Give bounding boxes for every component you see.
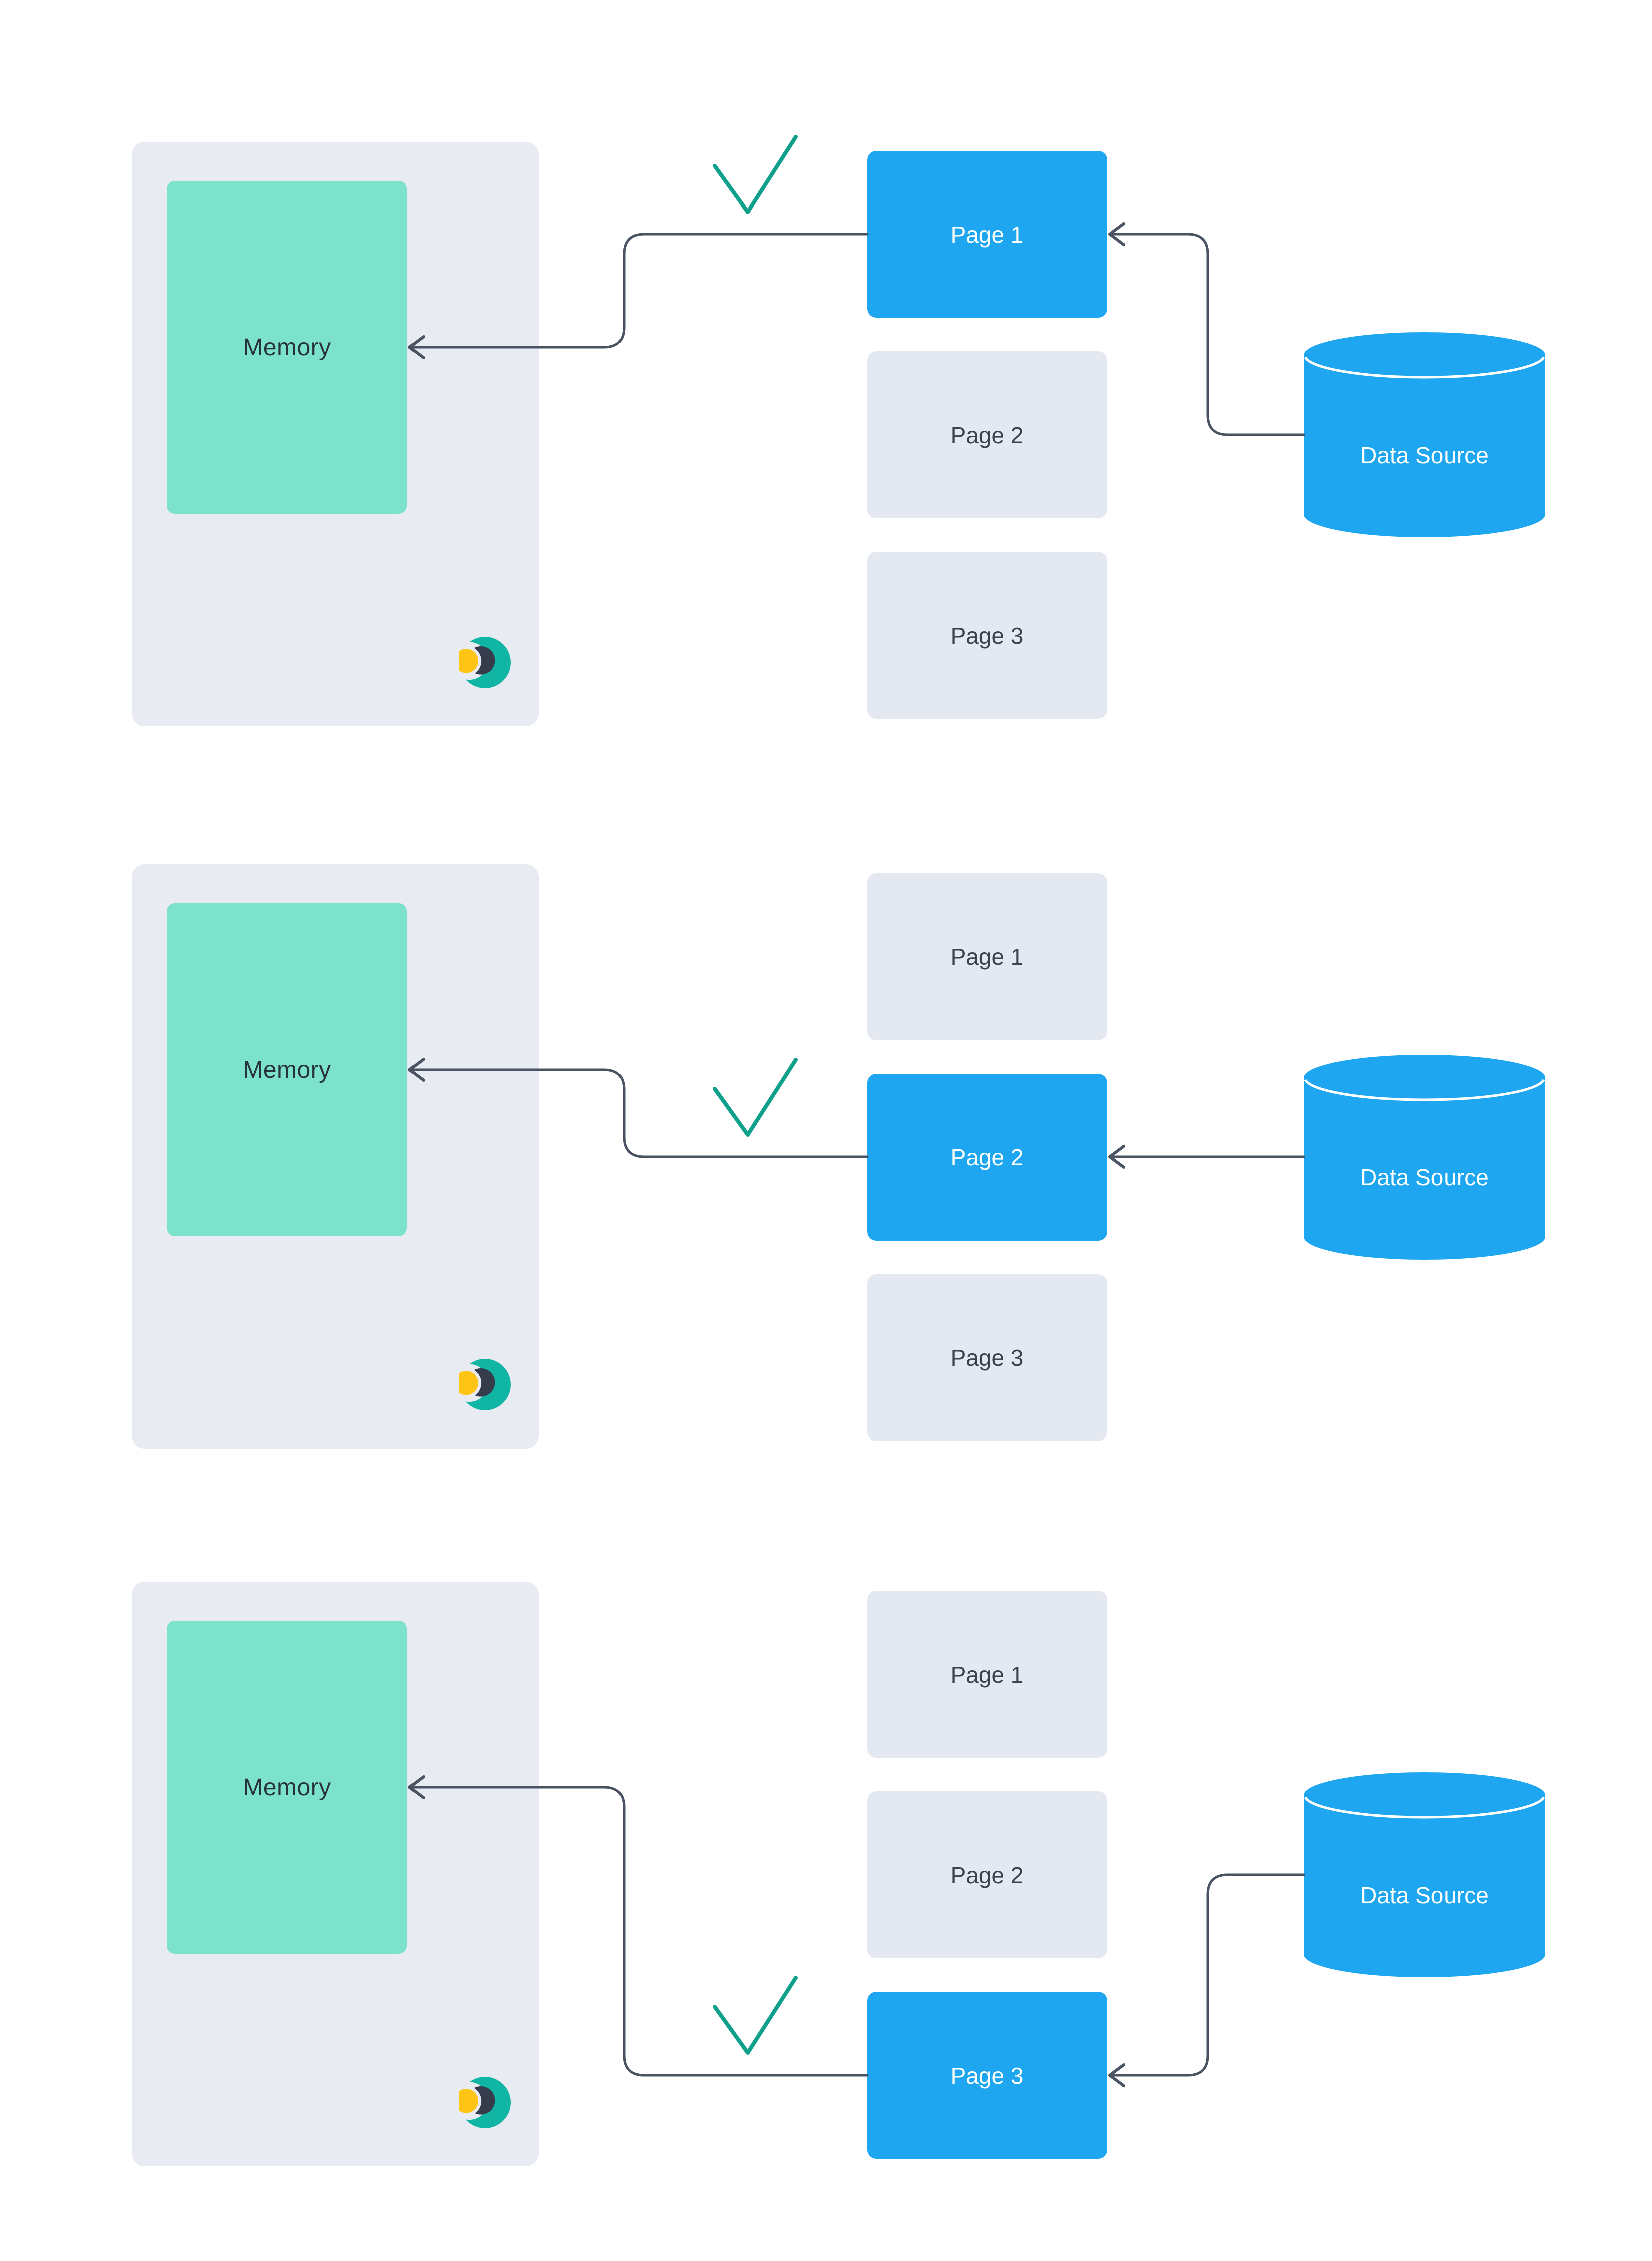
brand-logo-icon bbox=[459, 1359, 511, 1410]
page-1-slot: Page 1 bbox=[867, 1591, 1107, 1758]
data-source-label: Data Source bbox=[1360, 1164, 1489, 1190]
page-1-slot: Page 1 bbox=[867, 151, 1107, 318]
page-label: Page 1 bbox=[950, 943, 1024, 970]
diagram-row-3: Memory Page 1 Page 2 Page 3 Data Sourc bbox=[0, 1582, 1652, 2166]
memory-box: Memory bbox=[167, 1621, 407, 1954]
database-cylinder-icon bbox=[1304, 1055, 1545, 1260]
database-cylinder-icon bbox=[1304, 332, 1545, 537]
data-source-label: Data Source bbox=[1360, 1882, 1489, 1908]
memory-box: Memory bbox=[167, 181, 407, 514]
data-source: Data Source bbox=[1304, 1055, 1545, 1260]
page-label: Page 3 bbox=[950, 2062, 1024, 2089]
page-label: Page 2 bbox=[950, 1862, 1024, 1888]
brand-logo-icon bbox=[459, 2077, 511, 2128]
page-1-slot: Page 1 bbox=[867, 873, 1107, 1040]
page-3-slot: Page 3 bbox=[867, 1274, 1107, 1441]
memory-panel: Memory bbox=[132, 142, 539, 726]
page-3-slot: Page 3 bbox=[867, 552, 1107, 719]
diagram-row-2: Memory Page 1 Page 2 Page 3 Data Sourc bbox=[0, 864, 1652, 1449]
memory-label: Memory bbox=[243, 334, 331, 361]
memory-box: Memory bbox=[167, 903, 407, 1236]
page-label: Page 3 bbox=[950, 622, 1024, 649]
page-label: Page 1 bbox=[950, 1661, 1024, 1688]
data-source: Data Source bbox=[1304, 332, 1545, 537]
page-label: Page 2 bbox=[950, 422, 1024, 448]
memory-label: Memory bbox=[243, 1774, 331, 1801]
page-2-slot: Page 2 bbox=[867, 1074, 1107, 1241]
memory-panel: Memory bbox=[132, 864, 539, 1449]
diagram-row-1: Memory Page 1 Page 2 Page 3 Data Sourc bbox=[0, 142, 1652, 726]
data-source-label: Data Source bbox=[1360, 442, 1489, 468]
page-2-slot: Page 2 bbox=[867, 1791, 1107, 1958]
data-source: Data Source bbox=[1304, 1772, 1545, 1977]
memory-panel: Memory bbox=[132, 1582, 539, 2166]
page-label: Page 2 bbox=[950, 1144, 1024, 1170]
page-2-slot: Page 2 bbox=[867, 351, 1107, 518]
page-3-slot: Page 3 bbox=[867, 1992, 1107, 2159]
brand-logo-icon bbox=[459, 637, 511, 688]
page-label: Page 1 bbox=[950, 221, 1024, 248]
page-label: Page 3 bbox=[950, 1344, 1024, 1371]
memory-label: Memory bbox=[243, 1056, 331, 1083]
database-cylinder-icon bbox=[1304, 1772, 1545, 1977]
